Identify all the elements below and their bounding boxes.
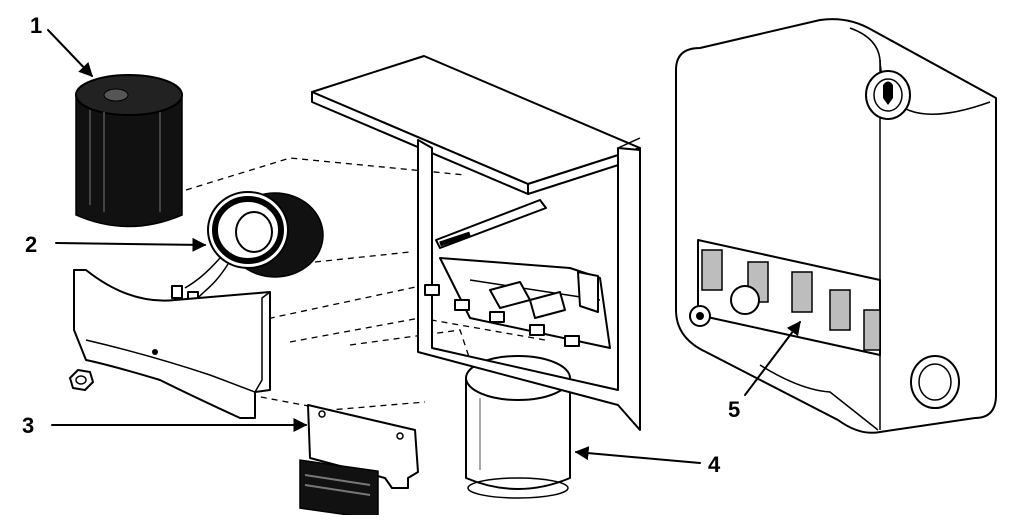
terminal-block-part — [689, 239, 881, 356]
coil-cover-part — [75, 74, 183, 228]
internal-terminal-strip — [424, 257, 611, 349]
callout-5-leader — [744, 320, 801, 396]
callout-2-leader — [55, 237, 207, 252]
callout-2: 2 — [25, 232, 207, 257]
callout-5-label: 5 — [728, 397, 740, 422]
callout-3: 3 — [22, 413, 308, 438]
callout-2-label: 2 — [25, 232, 37, 257]
callout-4: 4 — [574, 446, 721, 477]
keyhole-mount — [865, 70, 911, 120]
callout-1-leader — [47, 29, 93, 78]
solenoid-coil-part — [171, 191, 324, 305]
knockout-hole — [910, 355, 960, 409]
callout-5: 5 — [728, 320, 801, 422]
armature-plate-part — [69, 269, 271, 419]
callout-1: 1 — [30, 13, 93, 78]
rectifier-bracket-part — [299, 404, 419, 520]
callout-3-label: 3 — [22, 413, 34, 438]
enclosure-box-part — [675, 18, 997, 434]
callout-4-leader — [574, 446, 701, 464]
callout-1-label: 1 — [30, 13, 42, 38]
callout-4-label: 4 — [708, 452, 721, 477]
plunger-rod — [435, 199, 547, 249]
hex-nut-part — [69, 369, 94, 391]
mounting-bracket-part — [311, 55, 641, 431]
